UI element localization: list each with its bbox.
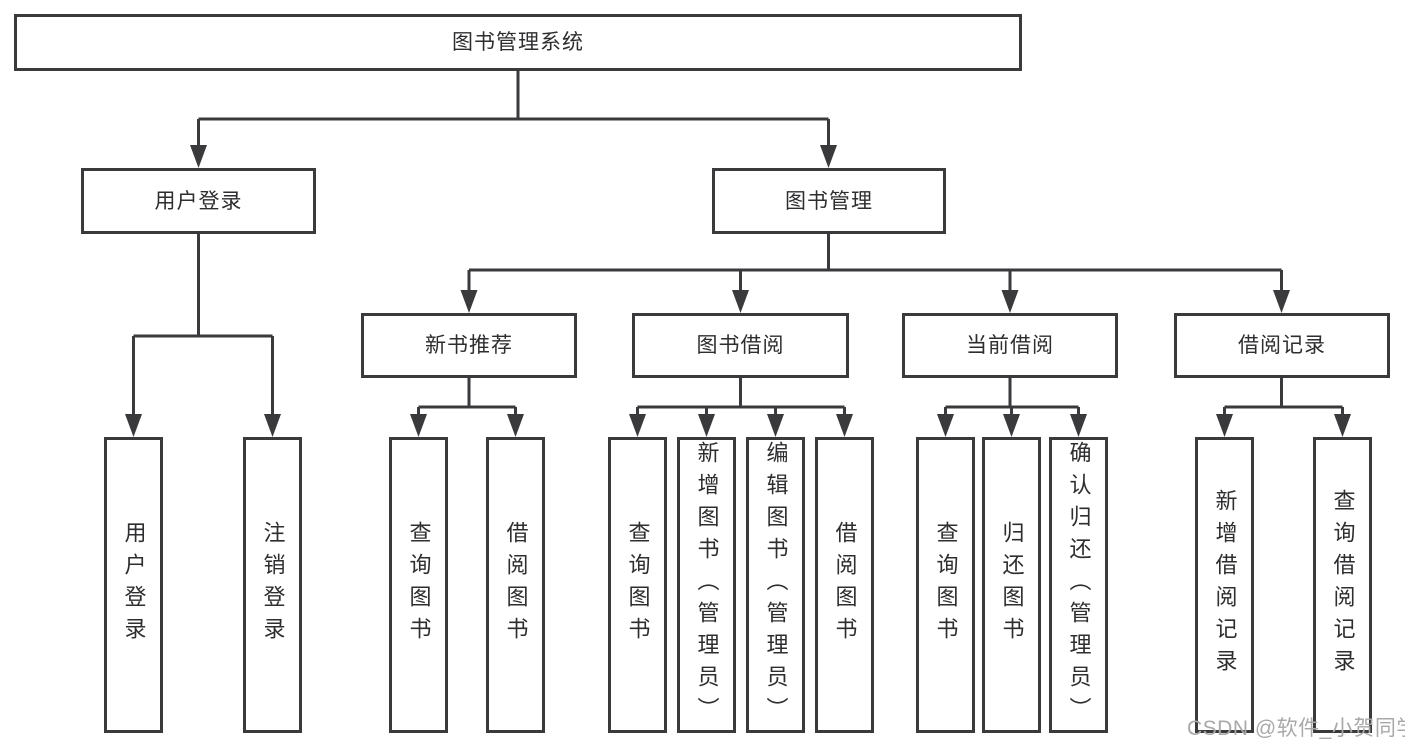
csdn-watermark: CSDN @软件_小贺同学 — [1187, 717, 1405, 740]
leaf-user-login: 用户登录 — [104, 437, 163, 733]
leaf-add-book-admin: 新增图书（管理员） — [677, 437, 736, 733]
leaf-edit-book-admin: 编辑图书（管理员） — [746, 437, 805, 733]
node-label: 当前借阅 — [966, 334, 1054, 357]
node-label: 用户登录 — [121, 521, 147, 649]
node-label: 查询借阅记录 — [1330, 489, 1356, 681]
node-label: 用户登录 — [154, 189, 243, 213]
node-book-borrow: 图书借阅 — [632, 313, 849, 378]
node-new-book-recommend: 新书推荐 — [361, 313, 577, 378]
node-label: 查询图书 — [406, 521, 432, 649]
leaf-query-borrow-record: 查询借阅记录 — [1313, 437, 1372, 733]
node-label: 借阅图书 — [832, 521, 858, 649]
node-label: 图书管理 — [785, 189, 873, 213]
node-library-management-system: 图书管理系统 — [14, 14, 1022, 71]
node-label: 确认归还（管理员） — [1066, 441, 1092, 729]
node-label: 图书管理系统 — [452, 31, 584, 54]
node-label: 注销登录 — [260, 521, 286, 649]
node-label: 新书推荐 — [425, 334, 513, 357]
node-label: 图书借阅 — [696, 334, 785, 357]
leaf-query-books-current: 查询图书 — [916, 437, 975, 733]
leaf-add-borrow-record: 新增借阅记录 — [1195, 437, 1254, 733]
node-label: 借阅图书 — [503, 521, 529, 649]
node-current-borrow: 当前借阅 — [902, 313, 1118, 378]
node-label: 查询图书 — [625, 521, 651, 649]
leaf-query-books-recommend: 查询图书 — [389, 437, 448, 733]
leaf-logout: 注销登录 — [243, 437, 302, 733]
leaf-query-books-borrow: 查询图书 — [608, 437, 667, 733]
node-label: 新增图书（管理员） — [694, 441, 720, 729]
node-borrow-records: 借阅记录 — [1174, 313, 1390, 378]
leaf-return-book: 归还图书 — [982, 437, 1041, 733]
node-label: 借阅记录 — [1238, 334, 1326, 357]
node-label: 新增借阅记录 — [1212, 489, 1238, 681]
leaf-confirm-return-admin: 确认归还（管理员） — [1049, 437, 1108, 733]
node-label: 归还图书 — [999, 521, 1025, 649]
node-book-management: 图书管理 — [712, 168, 946, 234]
node-label: 编辑图书（管理员） — [763, 441, 789, 729]
leaf-borrow-books-recommend: 借阅图书 — [486, 437, 545, 733]
leaf-borrow-books: 借阅图书 — [815, 437, 874, 733]
node-label: 查询图书 — [933, 521, 959, 649]
node-user-login: 用户登录 — [81, 168, 316, 234]
